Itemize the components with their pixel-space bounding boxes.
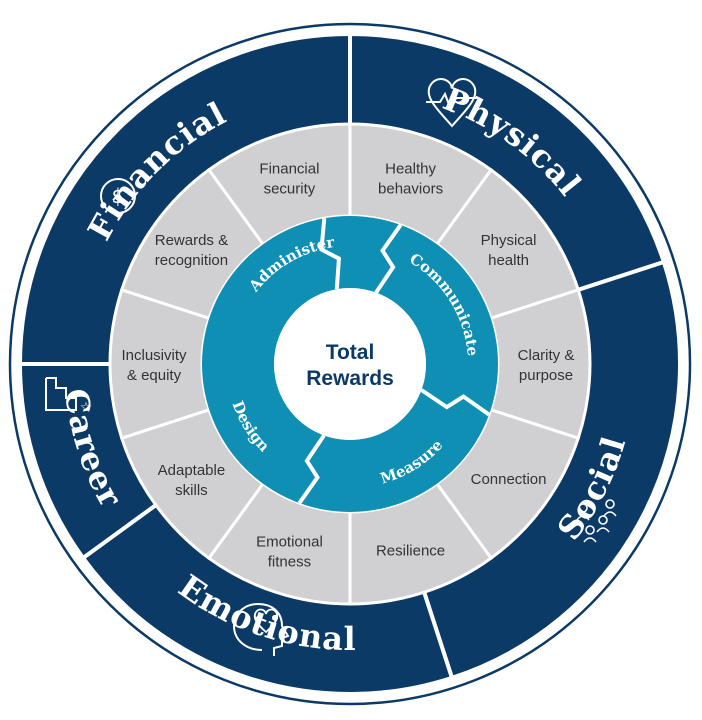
element-label-resilience: Resilience (376, 542, 445, 559)
element-label-connection: Connection (471, 471, 547, 488)
element-label-rewards-and-recognition: Rewards &recognition (155, 232, 228, 269)
center-circle (274, 288, 426, 440)
element-label-inclusivity-and-equity: Inclusivity& equity (121, 347, 187, 384)
stairs-star-icon: ☆ (45, 377, 93, 416)
people-network-icon (576, 499, 617, 543)
process-separator (374, 223, 403, 294)
head-heart-icon (232, 602, 290, 656)
outer-ring (8, 22, 692, 706)
process-separator (319, 218, 342, 290)
element-label-clarity-and-purpose: Clarity &purpose (518, 347, 575, 384)
process-separator (297, 434, 326, 505)
heart-pulse-icon (426, 78, 478, 128)
dollar-icon: $ (100, 178, 136, 214)
center-title-line1: Total (326, 341, 375, 364)
svg-text:☆: ☆ (80, 400, 93, 416)
dimension-icons: $☆ (45, 78, 617, 656)
center-title-line2: Rewards (306, 367, 394, 390)
process-separator (420, 388, 491, 417)
svg-text:$: $ (112, 184, 125, 208)
